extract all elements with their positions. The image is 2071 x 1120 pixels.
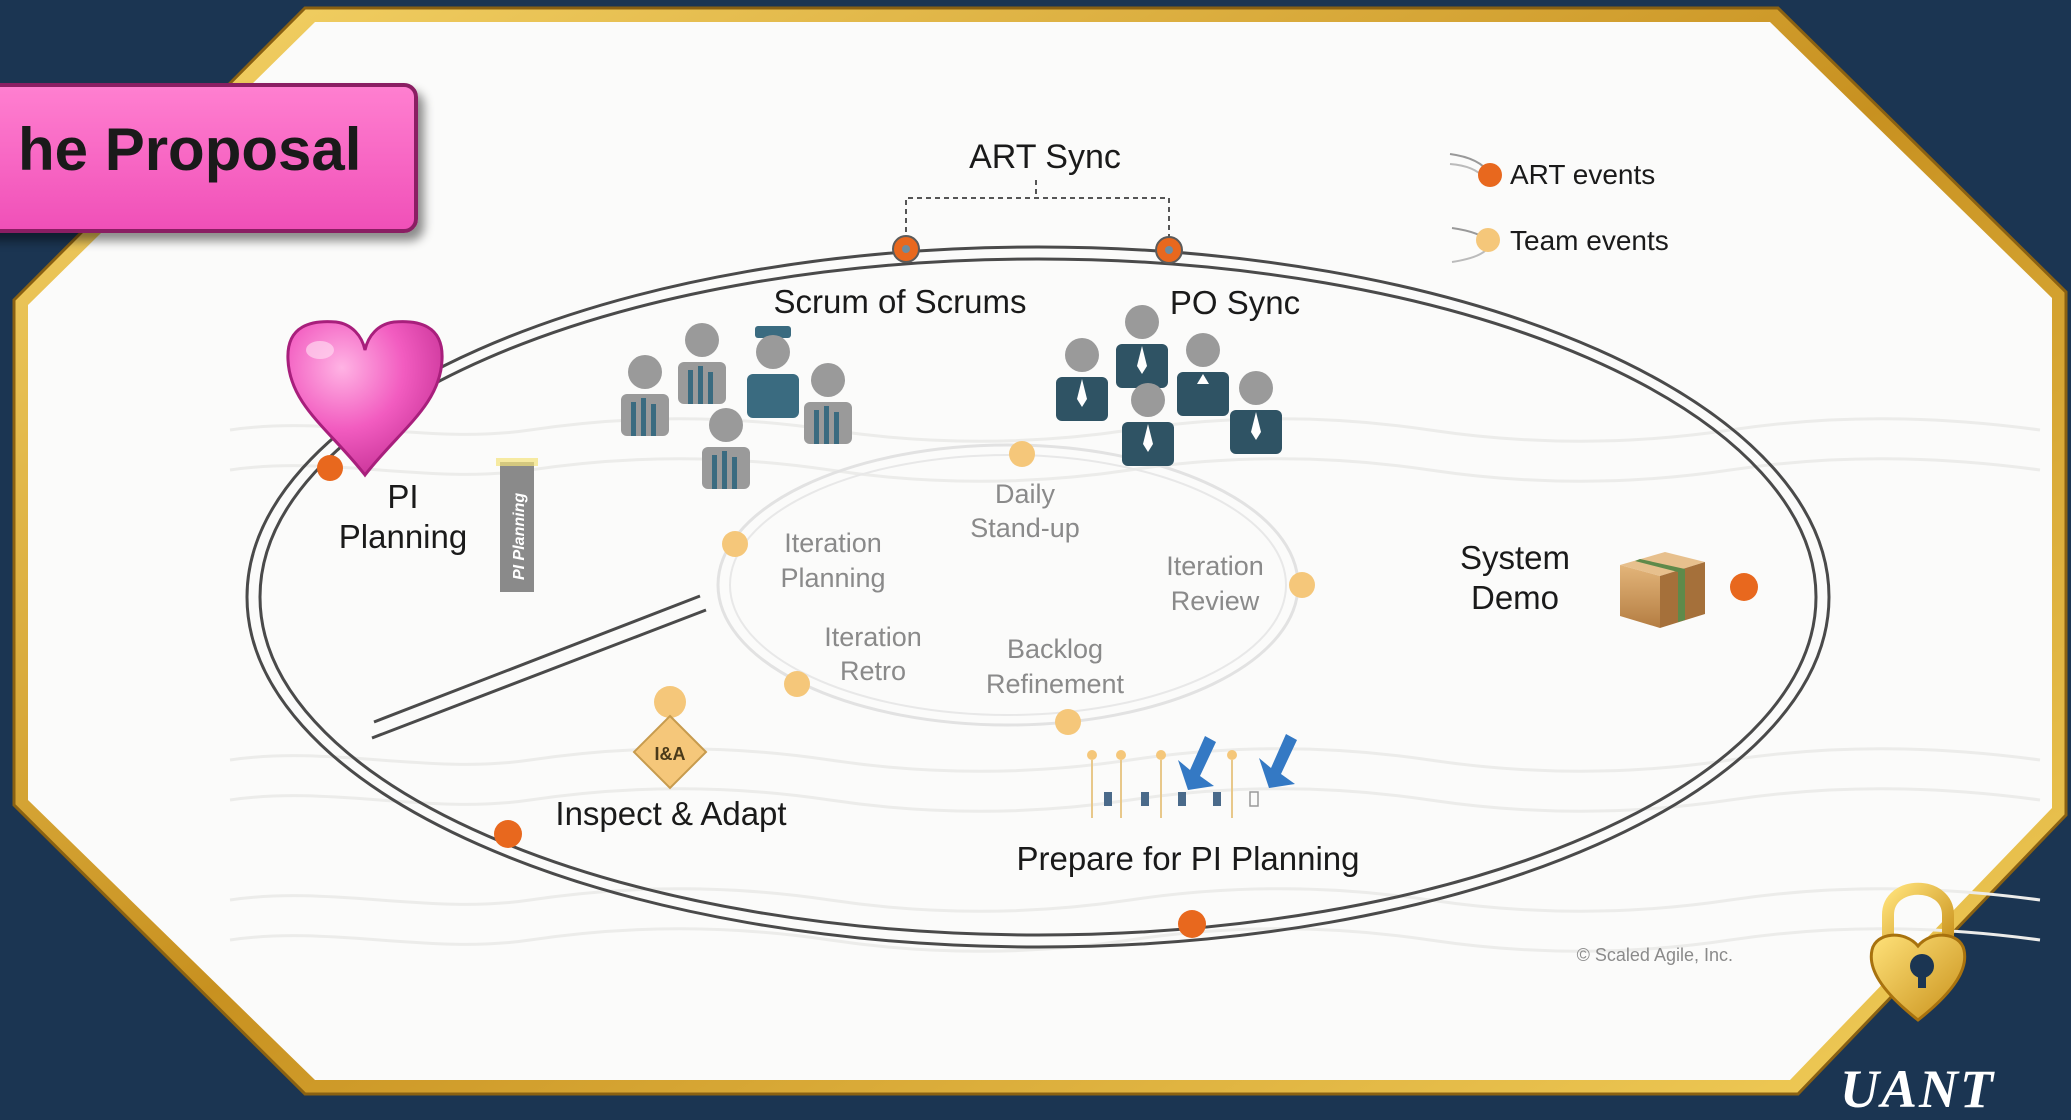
iteration-planning-line2: Planning (780, 563, 885, 593)
team-marker-retro (784, 671, 810, 697)
iteration-retro-line2: Retro (840, 656, 906, 686)
scrum-team-people-icon (621, 323, 852, 489)
inspect-adapt-badge: I&A (655, 744, 686, 764)
team-cycle-ellipse-inner (729, 454, 1287, 716)
system-demo-label-line2: Demo (1471, 579, 1559, 616)
daily-standup-line1: Daily (995, 479, 1056, 509)
team-marker-review (1289, 572, 1315, 598)
po-sync-label: PO Sync (1170, 284, 1300, 321)
copyright-notice: © Scaled Agile, Inc. (1577, 945, 1733, 965)
slide-title: he Proposal (18, 116, 362, 183)
team-marker-planning (722, 531, 748, 557)
po-sync-people-icon (1056, 305, 1282, 466)
backlog-refinement-line2: Refinement (986, 669, 1125, 699)
pi-planning-label-line2: Planning (339, 518, 467, 555)
pi-planning-label-line1: PI (387, 478, 418, 515)
team-cycle-labels: Daily Stand-up Iteration Planning Iterat… (780, 479, 1263, 699)
diagram-panel (28, 22, 2052, 1080)
iteration-review-line2: Review (1171, 586, 1260, 616)
gold-lock-logo (1869, 882, 1967, 1022)
legend: ART events Team events (1449, 153, 1669, 263)
daily-standup-line2: Stand-up (970, 513, 1080, 543)
backlog-items-icon (1087, 734, 1297, 818)
package-box-icon (1620, 552, 1705, 628)
pi-planning-board-label: PI Planning (511, 493, 528, 580)
legend-team-event-marker (1476, 228, 1500, 252)
art-cycle-ellipse (245, 245, 1831, 949)
inspect-adapt-icon: I&A (632, 686, 708, 790)
connector-lines (371, 594, 707, 740)
art-event-markers (317, 235, 1758, 938)
heart-icon (286, 320, 444, 478)
team-marker-backlog (1055, 709, 1081, 735)
iteration-review-line1: Iteration (1166, 551, 1264, 581)
iteration-planning-line1: Iteration (784, 528, 882, 558)
inspect-adapt-label: Inspect & Adapt (555, 795, 786, 832)
prepare-pi-planning-label: Prepare for PI Planning (1016, 840, 1359, 877)
legend-art-event-marker (1478, 163, 1502, 187)
legend-art-events-label: ART events (1510, 159, 1655, 190)
team-event-markers (722, 441, 1315, 735)
art-sync-label: ART Sync (969, 138, 1121, 176)
system-demo-label-line1: System (1460, 539, 1570, 576)
art-cycle-ellipse-inner (258, 257, 1818, 937)
brand-wordmark: UANT (1840, 1059, 1995, 1119)
art-marker-inspect-adapt (494, 820, 522, 848)
team-marker-daily (1009, 441, 1035, 467)
scrum-of-scrums-label: Scrum of Scrums (773, 283, 1026, 320)
backlog-refinement-line1: Backlog (1007, 634, 1103, 664)
art-marker-system-demo (1730, 573, 1758, 601)
pi-planning-board-icon: PI Planning (496, 458, 538, 592)
art-sync-bracket (905, 180, 1170, 250)
art-marker-prepare-pi (1178, 910, 1206, 938)
iteration-retro-line1: Iteration (824, 622, 922, 652)
art-marker-pi-planning (317, 455, 343, 481)
legend-team-events-label: Team events (1510, 225, 1669, 256)
title-banner: he Proposal (0, 83, 418, 233)
